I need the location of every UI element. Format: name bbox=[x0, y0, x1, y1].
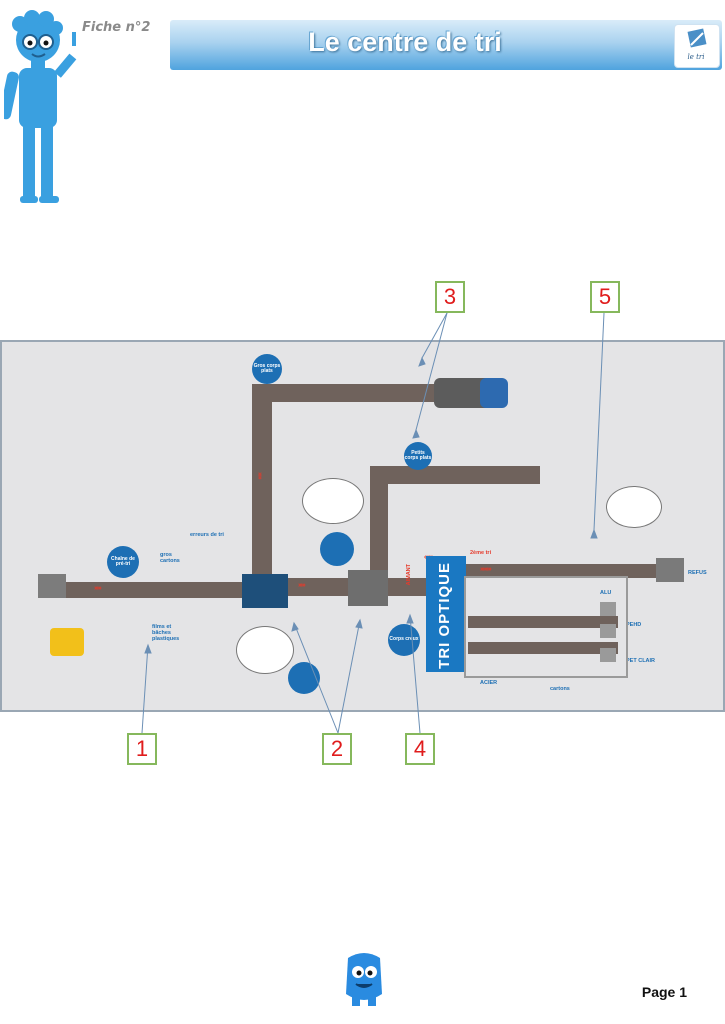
label-pet-clair: PET CLAIR bbox=[626, 658, 656, 664]
label-erreurs: erreurs de tri bbox=[190, 532, 224, 538]
callout-box-4: 4 bbox=[405, 733, 435, 765]
logo-icon bbox=[687, 28, 707, 48]
tri-optique-belt-2 bbox=[468, 642, 618, 654]
arrow-markers: ››››› bbox=[298, 582, 306, 589]
station-petits-corps-plats: Petits corps plats bbox=[404, 442, 432, 470]
arrow-markers: ›››››››› bbox=[480, 566, 492, 573]
pehd-bin bbox=[600, 624, 616, 638]
label-cartons: cartons bbox=[550, 686, 570, 692]
truck-cab bbox=[480, 378, 508, 408]
label-pehd: PEHD bbox=[626, 622, 642, 628]
mascot-character bbox=[4, 10, 77, 203]
arrow-markers: ››››› bbox=[256, 472, 263, 479]
tri-optique-belt-1 bbox=[468, 616, 618, 628]
yellow-container bbox=[50, 628, 84, 656]
station-pretri: Chaîne de pré-tri bbox=[107, 546, 139, 578]
brand-logo bbox=[674, 24, 720, 68]
station-corps-creux: Corps creux bbox=[388, 624, 420, 656]
callout-bubble-ballistic bbox=[302, 478, 364, 524]
label-acier: ACIER bbox=[480, 680, 498, 686]
callout-box-3: 3 bbox=[435, 281, 465, 313]
sorting-plant-diagram: ››››› ››››› ››››› ›››››››› ‹‹‹‹‹‹ Chaîne… bbox=[0, 340, 725, 712]
label-refus: REFUS bbox=[688, 570, 707, 576]
top-belt bbox=[252, 384, 492, 402]
info-trommel bbox=[288, 662, 320, 694]
callout-bubble-refus bbox=[606, 486, 662, 528]
pretri-hopper bbox=[38, 574, 66, 598]
vertical-belt-left bbox=[252, 392, 272, 592]
alu-bin bbox=[600, 602, 616, 616]
info-ballistic bbox=[320, 532, 354, 566]
tri-optique-frame bbox=[464, 576, 628, 678]
pretri-belt bbox=[60, 582, 260, 598]
footer-mascot bbox=[346, 953, 382, 1006]
station-gros-corps-plats: Gros corps plats bbox=[252, 354, 282, 384]
callout-box-5: 5 bbox=[590, 281, 620, 313]
pet-bin bbox=[600, 648, 616, 662]
page-number: Page 1 bbox=[641, 984, 687, 1000]
page-title: Le centre de tri bbox=[308, 27, 502, 57]
logo-text: le tri bbox=[687, 53, 705, 61]
label-tri-manuel: 2ème tri bbox=[470, 550, 492, 556]
tri-optique-belt-top bbox=[462, 564, 662, 578]
tri-optique-unit: TRI OPTIQUE bbox=[426, 556, 466, 672]
label-alu: ALU bbox=[600, 590, 612, 596]
fiche-label: Fiche n°2 bbox=[82, 20, 151, 35]
ballistic-sorter bbox=[348, 570, 388, 606]
callout-bubble-trommel bbox=[236, 626, 294, 674]
mid-belt bbox=[370, 466, 540, 484]
refus-bin bbox=[656, 558, 684, 582]
arrow-markers: ››››› bbox=[94, 585, 102, 592]
trommel-machine bbox=[242, 574, 288, 608]
label-gros-cartons: gros cartons bbox=[160, 552, 180, 564]
callout-box-1: 1 bbox=[127, 733, 157, 765]
title-banner bbox=[170, 20, 722, 70]
vertical-belt-mid bbox=[370, 470, 388, 582]
label-films: films et bâches plastiques bbox=[152, 624, 180, 642]
callout-box-2: 2 bbox=[322, 733, 352, 765]
